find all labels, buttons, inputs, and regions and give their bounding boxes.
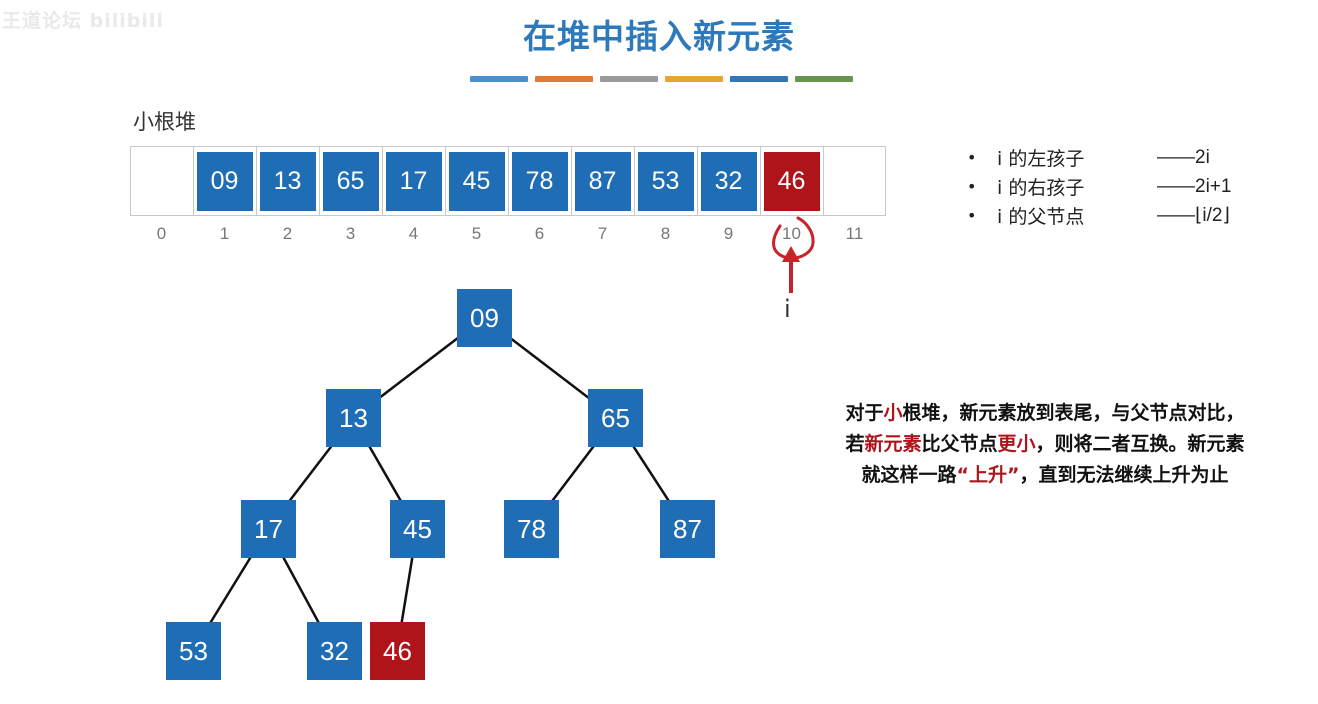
rule-label: i 的左孩子 bbox=[997, 148, 1085, 170]
tree-node: 65 bbox=[588, 389, 643, 447]
page-title: 在堆中插入新元素 bbox=[523, 17, 795, 56]
note-highlight: 更小 bbox=[997, 433, 1036, 455]
array-index: 8 bbox=[660, 224, 671, 243]
cell-divider bbox=[823, 146, 824, 216]
array-cell: 13 bbox=[259, 152, 316, 211]
array-cell-new: 46 bbox=[763, 152, 820, 211]
array-cell: 32 bbox=[700, 152, 757, 211]
cell-divider bbox=[571, 146, 572, 216]
cell-divider bbox=[697, 146, 698, 216]
note-highlight: 小 bbox=[883, 402, 903, 424]
rule-label: i 的父节点 bbox=[997, 206, 1085, 228]
cell-divider bbox=[193, 146, 194, 216]
note-text: 对于 bbox=[845, 402, 884, 424]
note-text: ，则将二者互换。新元素 bbox=[1035, 433, 1245, 455]
array-index: 9 bbox=[723, 224, 734, 243]
rule-label: i 的右孩子 bbox=[997, 177, 1085, 199]
note-line-3: 就这样一路“上升”，直到无法继续上升为止 bbox=[800, 460, 1290, 491]
accent-segment bbox=[795, 76, 853, 82]
array-index: 1 bbox=[219, 224, 230, 243]
array-cell: 45 bbox=[448, 152, 505, 211]
bullet: • bbox=[967, 177, 977, 196]
array-index: 11 bbox=[845, 224, 864, 243]
pointer-arrowhead bbox=[782, 246, 800, 262]
array-index: 7 bbox=[597, 224, 608, 243]
heap-label: 小根堆 bbox=[133, 110, 196, 134]
rule-formula: ——2i bbox=[1157, 146, 1210, 168]
array-index: 4 bbox=[408, 224, 419, 243]
rule-left-child: • i 的左孩子 ——2i bbox=[967, 143, 1231, 172]
tree-node: 17 bbox=[241, 500, 296, 558]
rule-formula: ——2i+1 bbox=[1157, 175, 1232, 197]
tree-node: 13 bbox=[326, 389, 381, 447]
note-text: ，直到无法继续上升为止 bbox=[1019, 464, 1229, 486]
note-text: 比父节点 bbox=[921, 433, 998, 455]
cell-divider bbox=[634, 146, 635, 216]
cell-divider bbox=[508, 146, 509, 216]
array-cell: 09 bbox=[196, 152, 253, 211]
rule-right-child: • i 的右孩子 ——2i+1 bbox=[967, 172, 1231, 201]
note-line-1: 对于小根堆，新元素放到表尾，与父节点对比， bbox=[800, 398, 1290, 429]
note-line-2: 若新元素比父节点更小，则将二者互换。新元素 bbox=[800, 429, 1290, 460]
array-index: 5 bbox=[471, 224, 482, 243]
rule-parent: • i 的父节点 ——⌊i/2⌋ bbox=[967, 201, 1231, 230]
array-cell: 78 bbox=[511, 152, 568, 211]
accent-bar bbox=[470, 76, 853, 82]
explanation-note: 对于小根堆，新元素放到表尾，与父节点对比， 若新元素比父节点更小，则将二者互换。… bbox=[800, 398, 1290, 491]
watermark: 王道论坛 bilibili bbox=[2, 10, 164, 32]
array-index: 0 bbox=[156, 224, 167, 243]
accent-segment bbox=[730, 76, 788, 82]
index-rules: • i 的左孩子 ——2i • i 的右孩子 ——2i+1 • i 的父节点 —… bbox=[967, 143, 1231, 230]
array-cell: 87 bbox=[574, 152, 631, 211]
note-highlight: 新元素 bbox=[864, 433, 922, 455]
array-cell: 65 bbox=[322, 152, 379, 211]
accent-segment bbox=[535, 76, 593, 82]
cell-divider bbox=[760, 146, 761, 216]
accent-segment bbox=[665, 76, 723, 82]
tree-node: 45 bbox=[390, 500, 445, 558]
bullet: • bbox=[967, 206, 977, 225]
bullet: • bbox=[967, 148, 977, 167]
note-text: 若 bbox=[845, 433, 865, 455]
array-cell: 17 bbox=[385, 152, 442, 211]
cell-divider bbox=[445, 146, 446, 216]
tree-node-new: 46 bbox=[370, 622, 425, 680]
array-index: 2 bbox=[282, 224, 293, 243]
array-index: 6 bbox=[534, 224, 545, 243]
pointer-circle bbox=[772, 216, 815, 260]
cell-divider bbox=[319, 146, 320, 216]
tree-node: 32 bbox=[307, 622, 362, 680]
accent-segment bbox=[600, 76, 658, 82]
pointer-label: i bbox=[784, 295, 791, 323]
tree-node: 78 bbox=[504, 500, 559, 558]
tree-node: 53 bbox=[166, 622, 221, 680]
accent-segment bbox=[470, 76, 528, 82]
note-text: 根堆，新元素放到表尾，与父节点对比， bbox=[902, 402, 1245, 424]
note-text: 就这样一路 bbox=[861, 464, 957, 486]
tree-node: 09 bbox=[457, 289, 512, 347]
array-index: 10 bbox=[782, 224, 801, 243]
array-index: 3 bbox=[345, 224, 356, 243]
rule-formula: ——⌊i/2⌋ bbox=[1157, 205, 1230, 226]
tree-node: 87 bbox=[660, 500, 715, 558]
note-highlight: “上升” bbox=[956, 464, 1020, 486]
array-cell: 53 bbox=[637, 152, 694, 211]
cell-divider bbox=[382, 146, 383, 216]
cell-divider bbox=[256, 146, 257, 216]
